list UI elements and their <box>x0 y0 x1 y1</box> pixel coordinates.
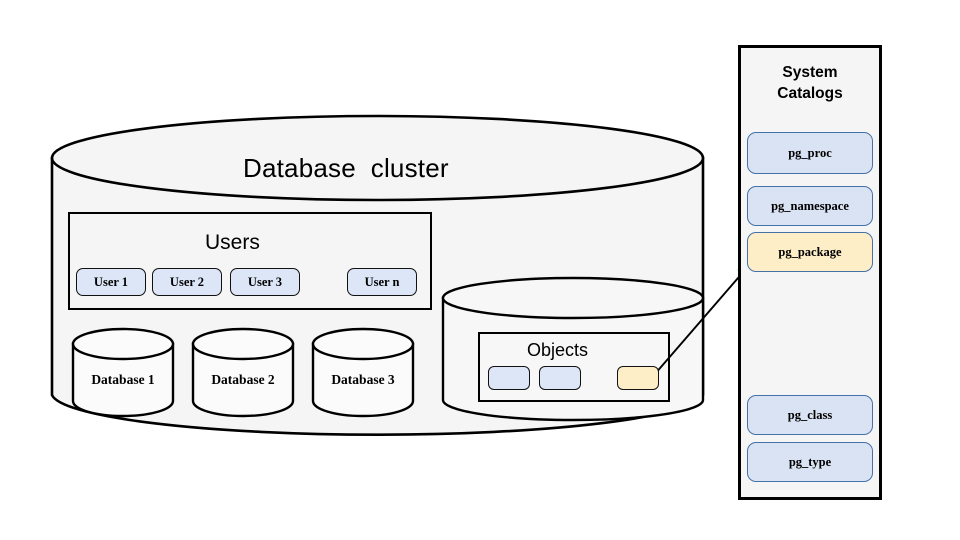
objects-chip-blue-1[interactable] <box>488 366 530 390</box>
database-cylinder-3 <box>311 327 415 418</box>
catalog-pg_class[interactable]: pg_class <box>747 395 873 435</box>
user-chip-n-label: User n <box>364 274 400 289</box>
cluster-title: Database cluster <box>243 153 449 183</box>
objects-group-box <box>478 332 670 402</box>
system-catalogs-title-line1: System <box>782 64 838 81</box>
catalog-pg_type[interactable]: pg_type <box>747 442 873 482</box>
database-cylinder-2 <box>191 327 295 418</box>
user-chip-n[interactable]: User n <box>347 268 417 296</box>
user-chip-1-label: User 1 <box>93 274 129 289</box>
catalog-pg_namespace-label: pg_namespace <box>771 198 849 213</box>
users-group-title: Users <box>205 231 260 254</box>
catalog-pg_proc[interactable]: pg_proc <box>747 132 873 174</box>
catalog-pg_proc-label: pg_proc <box>788 145 832 160</box>
users-group-box <box>68 212 432 310</box>
system-catalogs-title-line2: Catalogs <box>777 84 843 102</box>
database-cylinder-1 <box>71 327 175 418</box>
catalog-pg_namespace[interactable]: pg_namespace <box>747 186 873 226</box>
user-chip-2[interactable]: User 2 <box>152 268 222 296</box>
catalog-pg_package-label: pg_package <box>778 244 842 259</box>
user-chip-3[interactable]: User 3 <box>230 268 300 296</box>
database-3-label: Database 3 <box>331 372 395 387</box>
objects-group-title: Objects <box>527 340 589 360</box>
catalog-pg_class-label: pg_class <box>787 407 833 422</box>
objects-chip-blue-2[interactable] <box>539 366 581 390</box>
catalog-pg_type-label: pg_type <box>788 454 832 469</box>
database-2-label: Database 2 <box>211 372 275 387</box>
user-chip-1[interactable]: User 1 <box>76 268 146 296</box>
objects-chip-yellow[interactable] <box>617 366 659 390</box>
system-catalogs-title: System Catalogs <box>742 63 878 105</box>
catalog-pg_package[interactable]: pg_package <box>747 232 873 272</box>
connector-arrow <box>647 262 752 383</box>
user-chip-2-label: User 2 <box>169 274 205 289</box>
database-1-label: Database 1 <box>91 372 155 387</box>
user-chip-3-label: User 3 <box>247 274 283 289</box>
